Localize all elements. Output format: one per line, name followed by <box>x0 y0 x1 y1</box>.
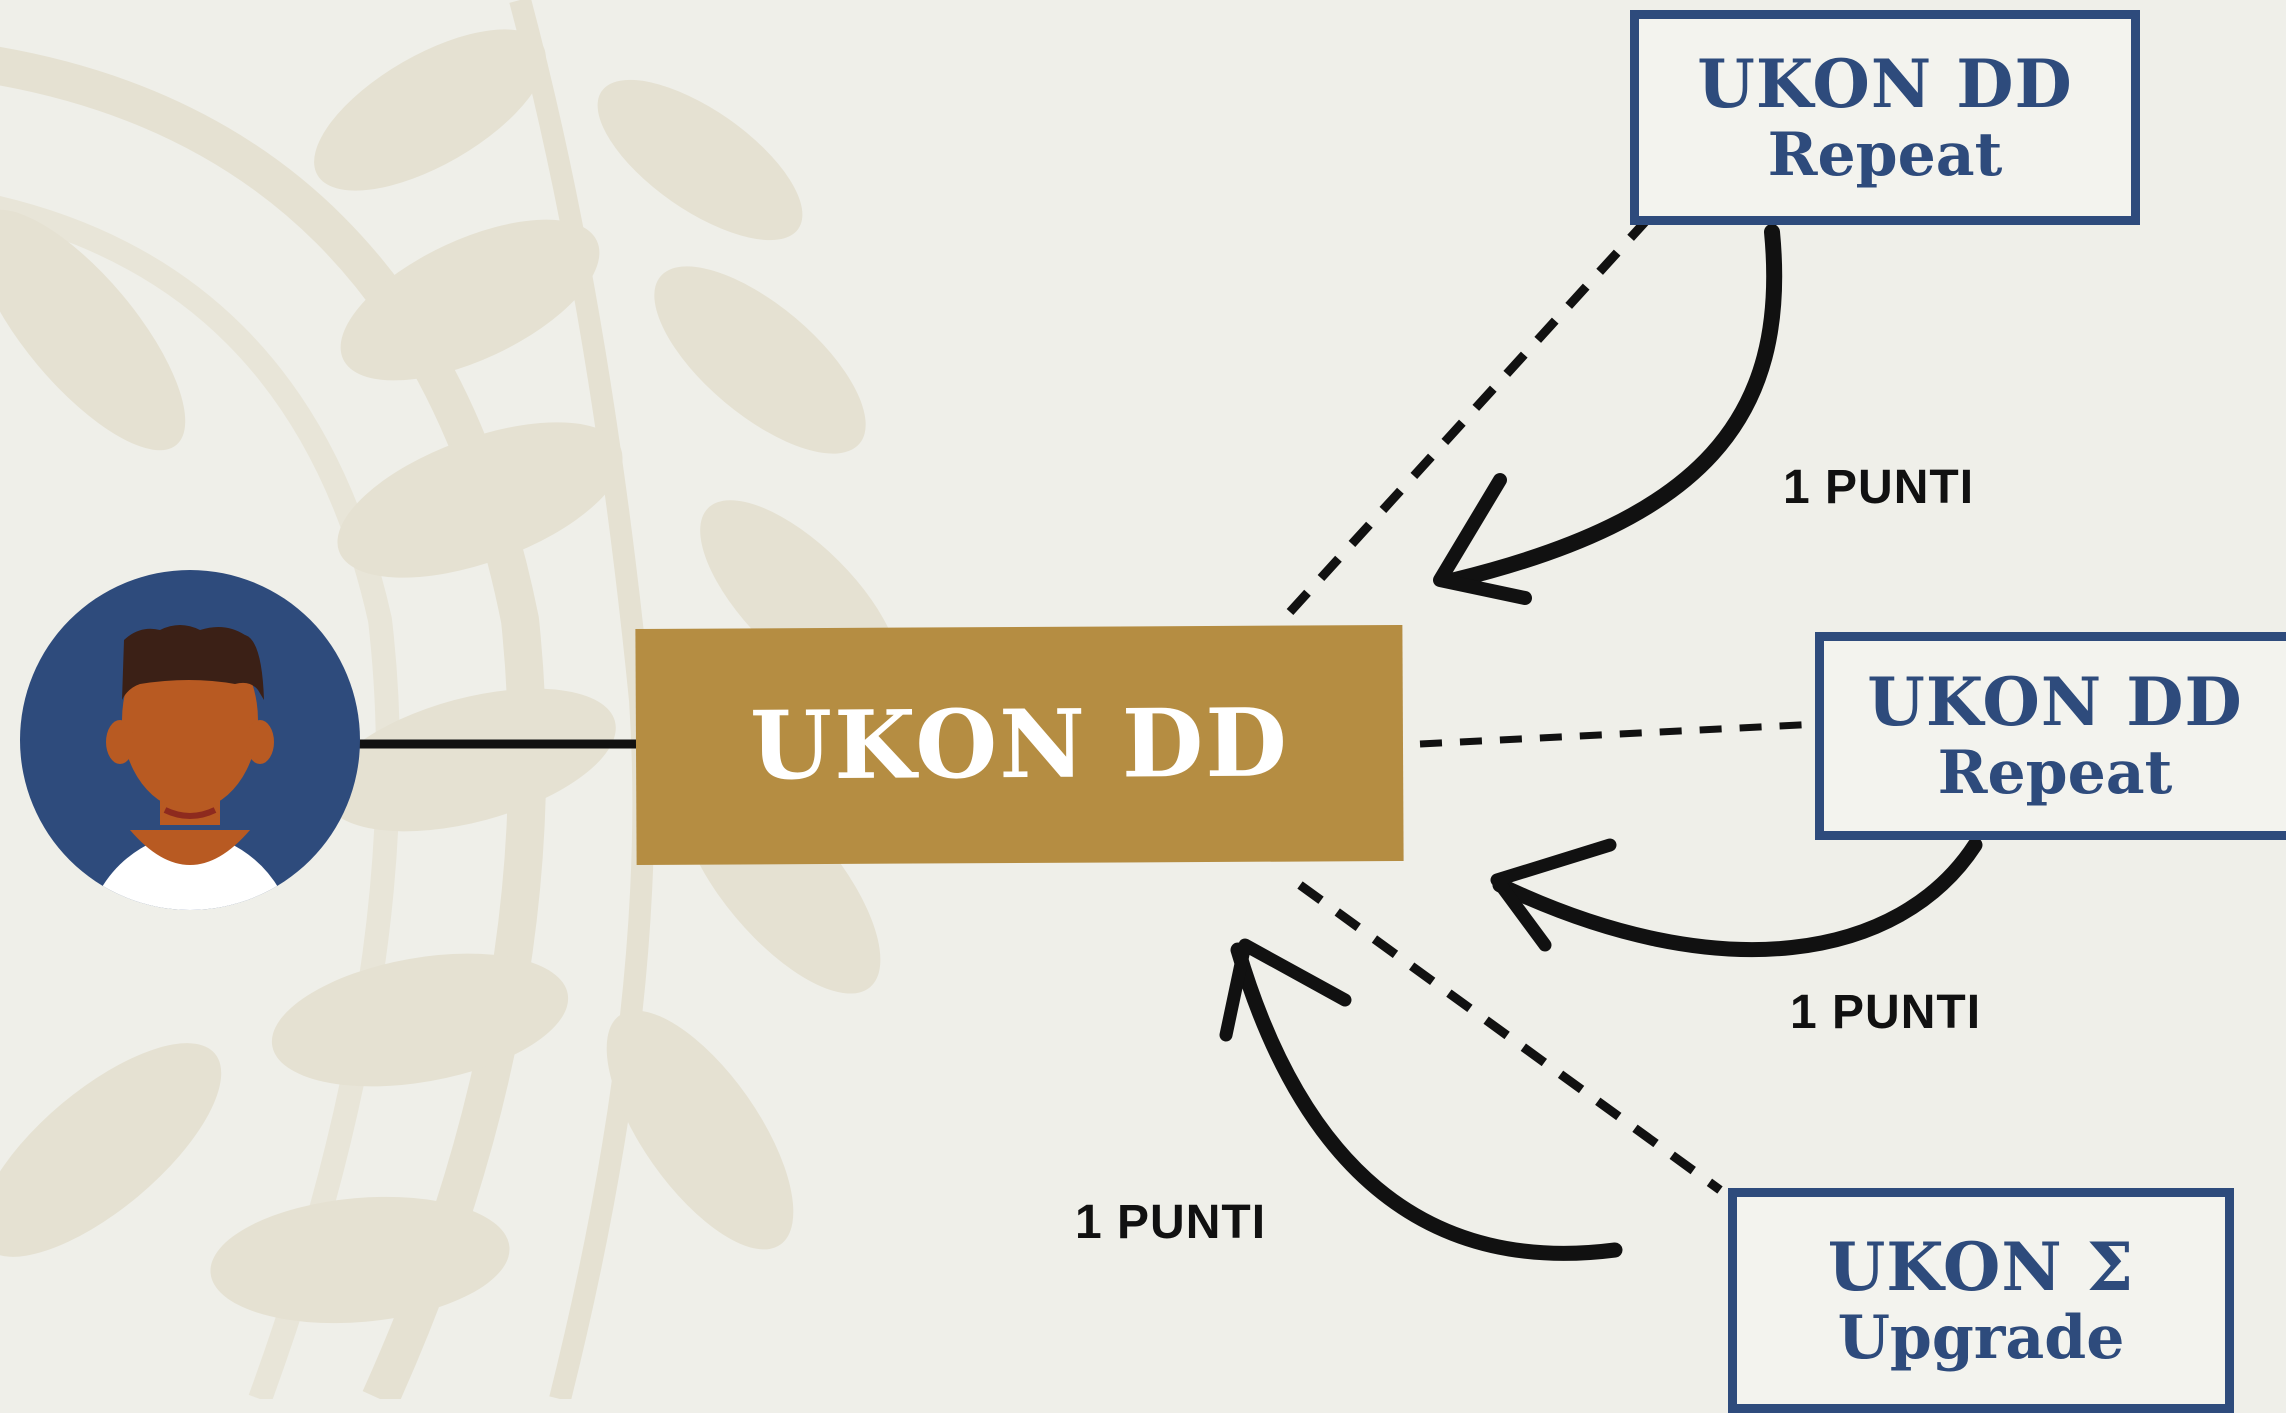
node-title: UKON DD <box>1697 44 2073 123</box>
main-node-ukon-dd: UKON DD <box>635 624 1404 866</box>
node-repeat-top: UKON DD Repeat <box>1630 10 2140 225</box>
dotted-connector-middle <box>1419 720 1821 748</box>
node-title: UKON Σ <box>1827 1227 2135 1306</box>
points-label-top: 1 PUNTI <box>1783 461 1975 514</box>
main-node-label: UKON DD <box>749 688 1290 802</box>
dotted-connector-top <box>1286 218 1649 616</box>
node-subtitle: Repeat <box>1767 119 2003 190</box>
node-subtitle: Upgrade <box>1837 1302 2125 1373</box>
points-label-bottom: 1 PUNTI <box>1075 1196 1267 1249</box>
curved-arrow-icon <box>1219 224 1983 1261</box>
node-subtitle: Repeat <box>1937 738 2173 808</box>
person-avatar-icon <box>20 570 360 910</box>
dotted-connector-bottom <box>1297 881 1723 1194</box>
node-repeat-middle: UKON DD Repeat <box>1815 632 2286 840</box>
node-title: UKON DD <box>1867 663 2243 741</box>
points-label-middle: 1 PUNTI <box>1790 986 1982 1039</box>
node-upgrade-bottom: UKON Σ Upgrade <box>1728 1188 2234 1413</box>
